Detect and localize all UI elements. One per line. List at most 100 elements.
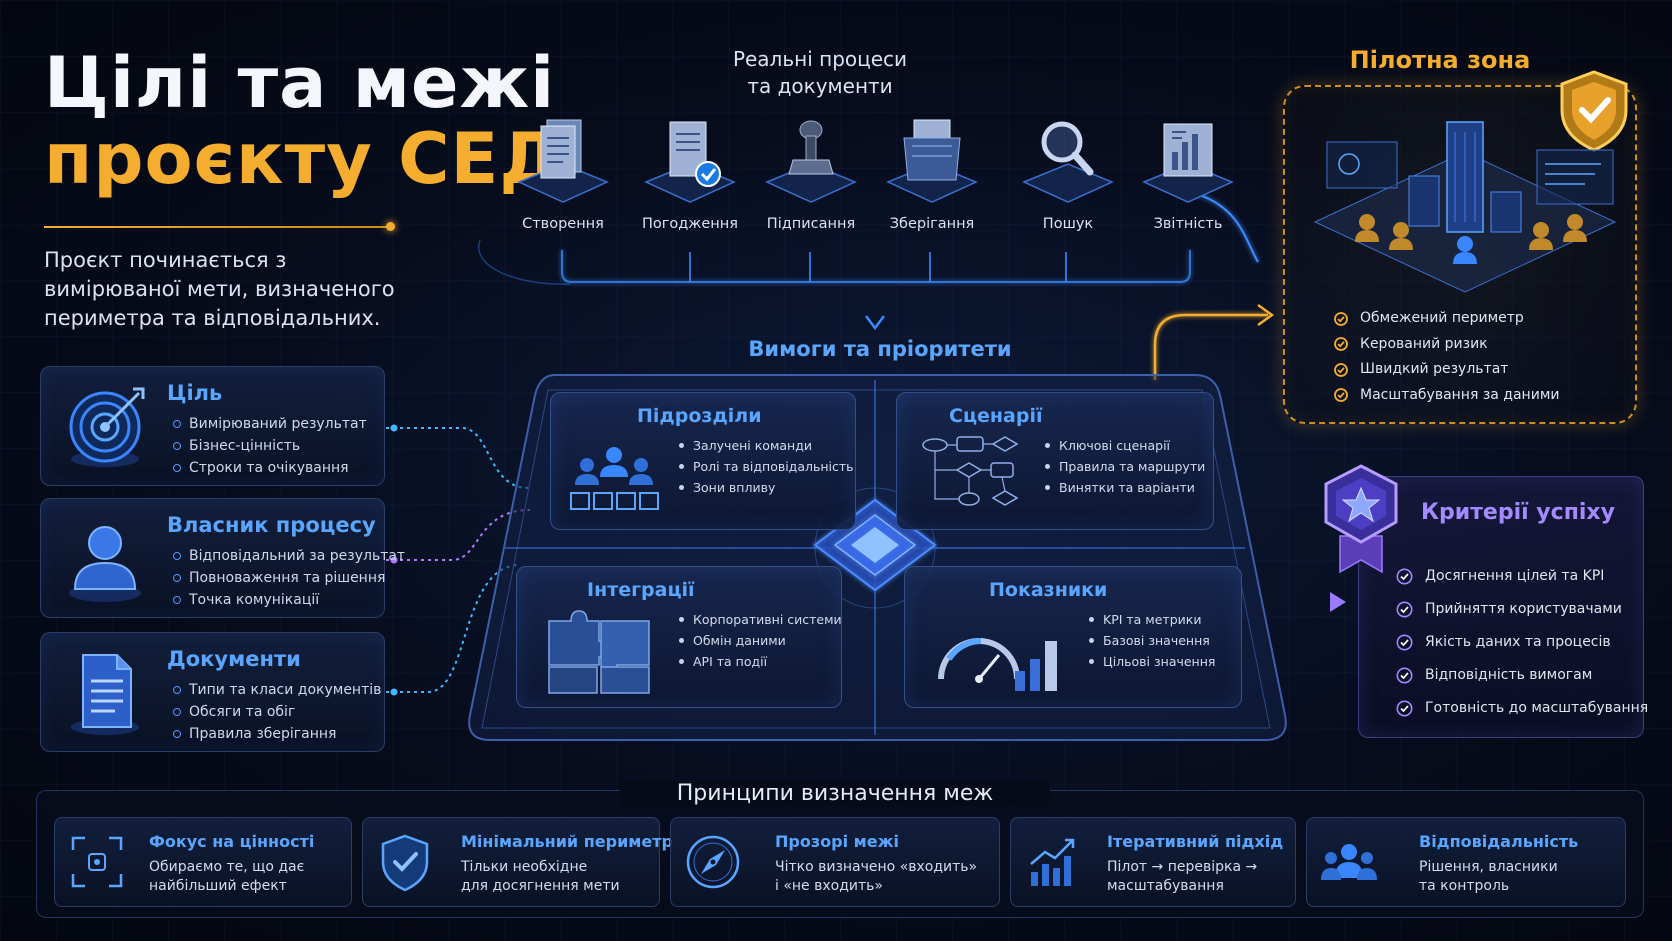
compass-icon [686,835,740,889]
flowchart-icon [922,436,1019,506]
check-circle-icon [1396,568,1413,585]
list-item: Обмежений периметр [1334,306,1559,332]
list-item: Точка комунікації [173,589,405,611]
process-step-label: Створення [522,216,604,232]
list-item: Прийняття користувачами [1396,593,1648,626]
stamp-icon [765,120,857,203]
pilot-zone-list: Обмежений периметр Керований ризик Швидк… [1334,306,1559,408]
process-step-label: Зберігання [889,216,975,232]
list-item: Бізнес-цінність [173,435,367,457]
check-circle-icon [1334,362,1348,377]
list-item: Керований ризик [1334,332,1559,358]
requirements-title: Вимоги та пріоритети [748,337,1012,361]
process-step-approve: Погодження [640,112,740,232]
quadrant-scenarios-title: Сценарії [949,405,1043,427]
gauge-chart-icon [938,638,1057,691]
title-underline [44,226,392,228]
quadrant-metrics: Показники KPI та метрики Базові значення… [904,566,1242,708]
growth-chart-icon [1030,838,1075,886]
quadrant-scenarios: Сценарії Ключові сценарії Правила та мар… [896,392,1214,530]
list-item: Якість даних та процесів [1396,626,1648,659]
check-circle-icon [1396,634,1413,651]
process-step-report: Звітність [1138,112,1238,232]
shield-check-icon [381,834,429,892]
puzzle-icon [548,610,650,694]
list-item: Досягнення цілей та KPI [1396,560,1648,593]
principles-title: Принципи визначення меж [620,781,1050,806]
card-documents-title: Документи [167,647,301,671]
folder-archive-icon [886,119,978,203]
process-step-store: Зберігання [882,112,982,232]
title-line-1: Цілі та межі [44,42,556,124]
process-step-label: Звітність [1153,216,1223,232]
magnifier-icon [1022,121,1114,203]
list-item: Повноваження та рішення [173,567,405,589]
quadrant-integrations-title: Інтеграції [587,579,695,601]
list-item: Ролі та відповідальність [679,456,854,477]
list-item: Обмін даними [679,630,842,651]
process-title: Реальні процеси та документи [732,47,908,98]
principle-card-transparent-boundaries: Прозорі межі Чітко визначено «входить»і … [670,817,1000,907]
list-item: Ключові сценарії [1045,435,1205,456]
quadrant-integrations: Інтеграції Корпоративні системи Обмін да… [516,566,842,708]
list-item: KPI та метрики [1089,609,1215,630]
report-icon [1142,123,1234,203]
process-step-label: Підписання [766,216,856,232]
quadrant-units: Підрозділи Залучені команди Ролі та відп… [550,392,856,530]
people-group-icon [1321,844,1377,880]
focus-frame-icon [71,836,123,888]
list-item: API та події [679,651,842,672]
list-item: Швидкий результат [1334,357,1559,383]
list-item: Обсяги та обіг [173,701,381,723]
target-icon [69,387,145,467]
list-item: Базові значення [1089,630,1215,651]
city-building-icon [1313,121,1617,293]
list-item: Залучені команди [679,435,854,456]
list-item: Строки та очікування [173,457,367,479]
title-line-2: проєкту СЕД [44,118,563,200]
success-criteria-list: Досягнення цілей та KPI Прийняття корист… [1396,560,1648,725]
card-goal-title: Ціль [167,381,223,405]
title-underline-dot [386,222,395,231]
approved-document-icon [644,121,736,203]
list-item: Зони впливу [679,477,854,498]
list-item: Відповідність вимогам [1396,659,1648,692]
process-step-create: Створення [513,112,613,232]
card-documents: Документи Типи та класи документів Обсяг… [40,632,385,752]
check-circle-icon [1396,601,1413,618]
card-process-owner-title: Власник процесу [167,513,376,537]
check-circle-icon [1334,337,1348,352]
star-badge-icon [1324,464,1398,574]
user-icon [69,526,141,602]
quadrant-metrics-title: Показники [989,579,1108,601]
list-item: Винятки та варіанти [1045,477,1205,498]
process-step-label: Погодження [642,216,738,232]
process-step-label: Пошук [1042,216,1094,232]
pilot-zone-title: Пілотна зона [1349,46,1531,74]
list-item: Типи та класи документів [173,679,381,701]
intro-text: Проєкт починається з вимірюваної мети, в… [44,248,395,330]
list-item: Правила зберігання [173,723,381,745]
card-process-owner: Власник процесу Відповідальний за резуль… [40,498,405,618]
quadrant-units-title: Підрозділи [637,405,762,427]
check-circle-icon [1396,700,1413,717]
check-circle-icon [1334,388,1348,403]
card-goal: Ціль Вимірюваний результат Бізнес-цінніс… [40,366,385,486]
check-circle-icon [1396,667,1413,684]
list-item: Відповідальний за результат [173,545,405,567]
list-item: Масштабування за даними [1334,383,1559,409]
document-stack-icon [517,119,609,203]
principle-card-iterative-approach: Ітеративний підхід Пілот → перевірка →ма… [1010,817,1296,907]
success-criteria-title: Критерії успіху [1421,500,1615,525]
list-item: Готовність до масштабування [1396,692,1648,725]
list-item: Вимірюваний результат [173,413,367,435]
process-step-search: Пошук [1018,112,1118,232]
list-item: Правила та маршрути [1045,456,1205,477]
team-icon [570,447,659,510]
list-item: Корпоративні системи [679,609,842,630]
process-step-sign: Підписання [761,112,861,232]
success-criteria-box [1358,476,1644,738]
